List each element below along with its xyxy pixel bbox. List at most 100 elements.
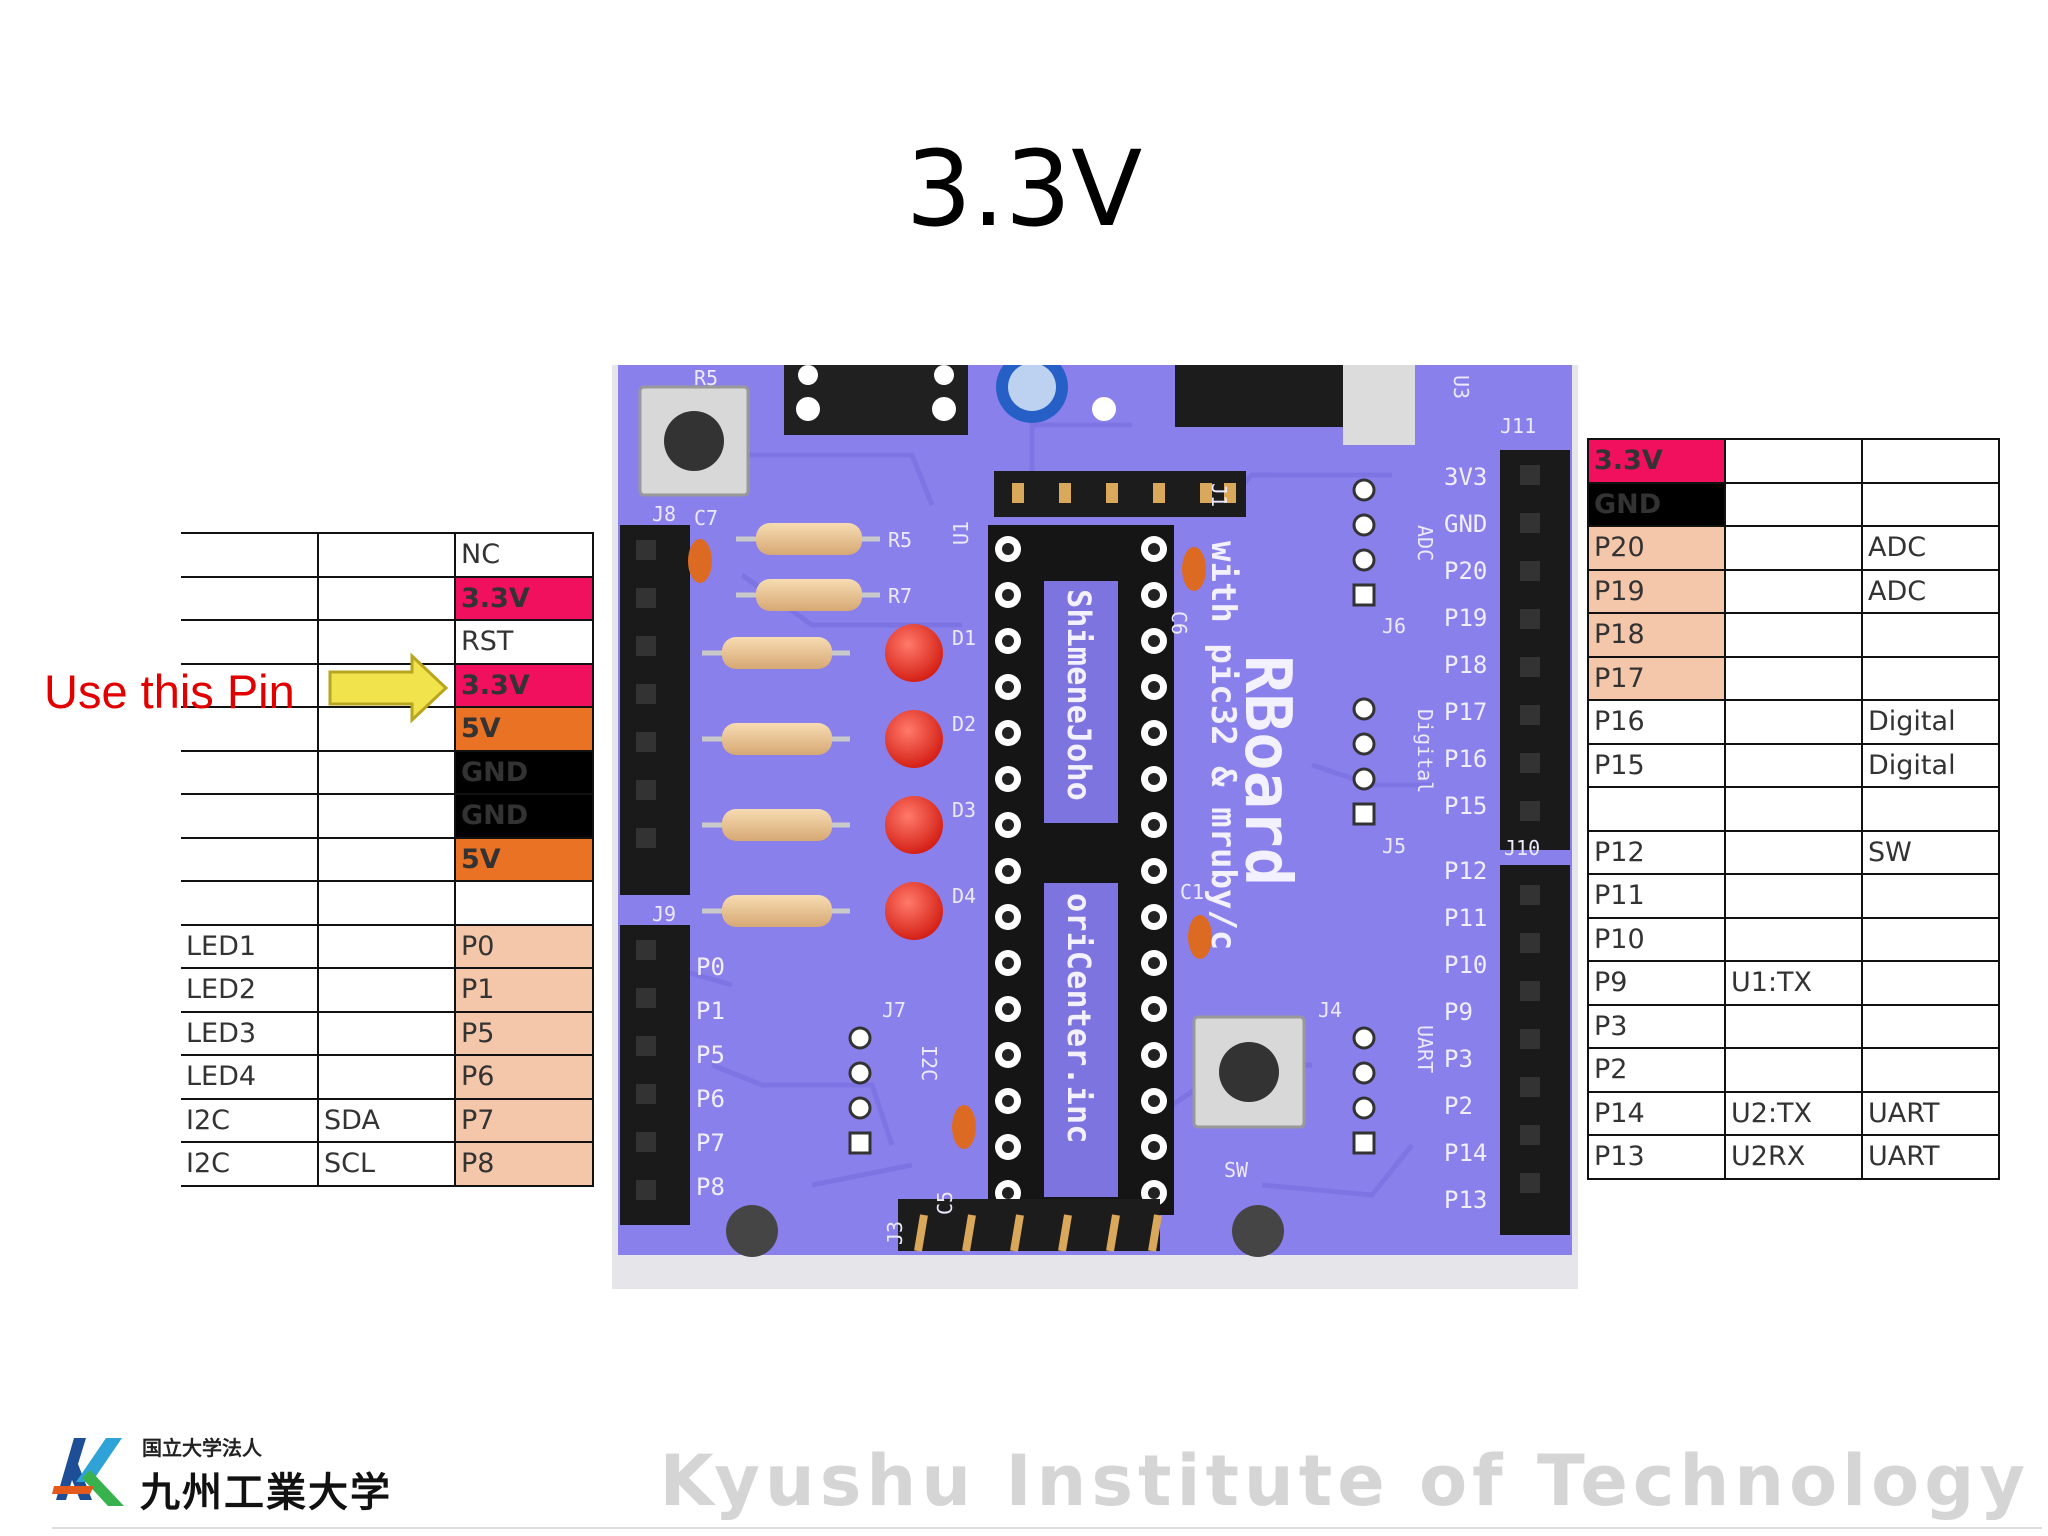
label-d2: D2 xyxy=(952,712,976,736)
right-pin-table-cell-c2 xyxy=(1724,438,1863,484)
right-pin-table-cell-c3 xyxy=(1861,960,2000,1006)
left-pin-table-cell-c3: P7 xyxy=(454,1097,594,1143)
left-pin-table-cell-c1 xyxy=(181,662,319,708)
label-u1: U1 xyxy=(949,521,973,545)
left-pin-table-cell-c2 xyxy=(317,793,456,839)
right-pin-table-row: P12 SW xyxy=(1587,829,2000,875)
left-pin-table-cell-c3: P6 xyxy=(454,1054,594,1100)
left-pin-table-row: GND xyxy=(181,749,594,795)
left-pin-table-cell-c3: GND xyxy=(454,749,594,795)
label-adc: ADC xyxy=(1413,525,1437,561)
left-pin-table-row: 3.3V xyxy=(181,575,594,621)
left-pin-table-cell-c1: LED4 xyxy=(181,1054,319,1100)
label-uart: UART xyxy=(1413,1025,1437,1073)
right-pin-table-row: P2 xyxy=(1587,1047,2000,1093)
board-right-pin-top-4: P18 xyxy=(1444,651,1487,679)
right-pin-table-cell-c1: P12 xyxy=(1587,829,1726,875)
chip-text-top: ShimeneJoho xyxy=(1060,589,1098,801)
board-right-pin-bottom-5: P2 xyxy=(1444,1092,1473,1120)
board-right-pin-top-0: 3V3 xyxy=(1444,463,1487,491)
board-left-pin-5: P8 xyxy=(696,1173,725,1201)
right-pin-table-cell-c1: P18 xyxy=(1587,612,1726,658)
left-pin-table-row: NC xyxy=(181,532,594,578)
right-pin-table-cell-c1: P9 xyxy=(1587,960,1726,1006)
label-j3: J3 xyxy=(883,1221,907,1245)
board-left-pin-1: P1 xyxy=(696,997,725,1025)
label-j4: J4 xyxy=(1318,998,1342,1022)
label-j10: J10 xyxy=(1504,836,1540,860)
right-pin-table-cell-c1: 3.3V xyxy=(1587,438,1726,484)
left-pin-table-row: 5V xyxy=(181,836,594,882)
left-pin-table-cell-c2 xyxy=(317,1054,456,1100)
board-right-pin-bottom-7: P13 xyxy=(1444,1186,1487,1214)
right-pin-table-cell-c1: P3 xyxy=(1587,1003,1726,1049)
left-pin-table-cell-c2 xyxy=(317,706,456,752)
left-pin-table-cell-c2 xyxy=(317,923,456,969)
left-pin-table-cell-c2: SCL xyxy=(317,1141,456,1187)
left-pin-table-cell-c3: 3.3V xyxy=(454,575,594,621)
board-left-pin-4: P7 xyxy=(696,1129,725,1157)
left-pin-table-cell-c2 xyxy=(317,619,456,665)
board-right-pin-bottom-2: P10 xyxy=(1444,951,1487,979)
left-pin-table-cell-c1: LED3 xyxy=(181,1010,319,1056)
left-pin-table-cell-c2 xyxy=(317,880,456,926)
callout-text: Use this Pin xyxy=(44,665,295,718)
left-pin-table-cell-c1 xyxy=(181,836,319,882)
board-left-pin-3: P6 xyxy=(696,1085,725,1113)
left-pin-table-cell-c1: LED1 xyxy=(181,923,319,969)
right-pin-table-row: P19 ADC xyxy=(1587,568,2000,614)
left-pin-table-cell-c3 xyxy=(454,880,594,926)
label-c6: C6 xyxy=(1167,611,1191,635)
board-subtitle: with pic32 & mruby/c xyxy=(1203,541,1243,950)
left-pin-table-cell-c1: I2C xyxy=(181,1097,319,1143)
right-pin-table-cell-c2 xyxy=(1724,1047,1863,1093)
right-pin-table-cell-c3 xyxy=(1861,1047,2000,1093)
right-pin-table-cell-c1: P17 xyxy=(1587,655,1726,701)
right-pin-table-cell-c2 xyxy=(1724,699,1863,745)
label-u3: U3 xyxy=(1449,375,1473,399)
right-pin-table-cell-c3: ADC xyxy=(1861,568,2000,614)
right-pin-table-row: P10 xyxy=(1587,916,2000,962)
board-title: RBoard xyxy=(1230,655,1304,886)
right-pin-table-cell-c2 xyxy=(1724,1003,1863,1049)
label-c5: C5 xyxy=(933,1191,957,1215)
left-pin-table-cell-c2: SDA xyxy=(317,1097,456,1143)
right-pin-table-cell-c2: U1:TX xyxy=(1724,960,1863,1006)
left-pin-table-cell-c2 xyxy=(317,1010,456,1056)
right-pin-table-cell-c1: P13 xyxy=(1587,1134,1726,1180)
left-pin-table-cell-c3: GND xyxy=(454,793,594,839)
left-pin-table-row: RST xyxy=(181,619,594,665)
right-pin-table-cell-c1: P15 xyxy=(1587,742,1726,788)
left-pin-table-cell-c2 xyxy=(317,749,456,795)
right-pin-table-cell-c1 xyxy=(1587,786,1726,832)
board-right-pin-top-2: P20 xyxy=(1444,557,1487,585)
right-pin-table-cell-c1: P19 xyxy=(1587,568,1726,614)
right-pin-table-cell-c3 xyxy=(1861,873,2000,919)
board-right-pin-top-6: P16 xyxy=(1444,745,1487,773)
left-pin-table-cell-c3: RST xyxy=(454,619,594,665)
label-d4: D4 xyxy=(952,884,976,908)
right-pin-table-cell-c2 xyxy=(1724,873,1863,919)
left-pin-table-row xyxy=(181,880,594,926)
right-pin-table-row: GND xyxy=(1587,481,2000,527)
left-pin-table-cell-c2 xyxy=(317,836,456,882)
board-left-pin-2: P5 xyxy=(696,1041,725,1069)
left-pin-table-cell-c2 xyxy=(317,575,456,621)
left-pin-table-cell-c1: I2C xyxy=(181,1141,319,1187)
label-j11: J11 xyxy=(1500,414,1536,438)
footer-divider xyxy=(52,1527,2042,1529)
left-pin-table-cell-c3: P1 xyxy=(454,967,594,1013)
right-pin-table-cell-c3 xyxy=(1861,438,2000,484)
right-pin-table-cell-c3: SW xyxy=(1861,829,2000,875)
board-right-pin-bottom-0: P12 xyxy=(1444,857,1487,885)
left-pin-table-cell-c2 xyxy=(317,967,456,1013)
right-pin-table-cell-c2: U2RX xyxy=(1724,1134,1863,1180)
logo-subtitle: 国立大学法人 xyxy=(142,1436,262,1460)
right-pin-table-cell-c2 xyxy=(1724,481,1863,527)
left-pin-table-cell-c1 xyxy=(181,749,319,795)
